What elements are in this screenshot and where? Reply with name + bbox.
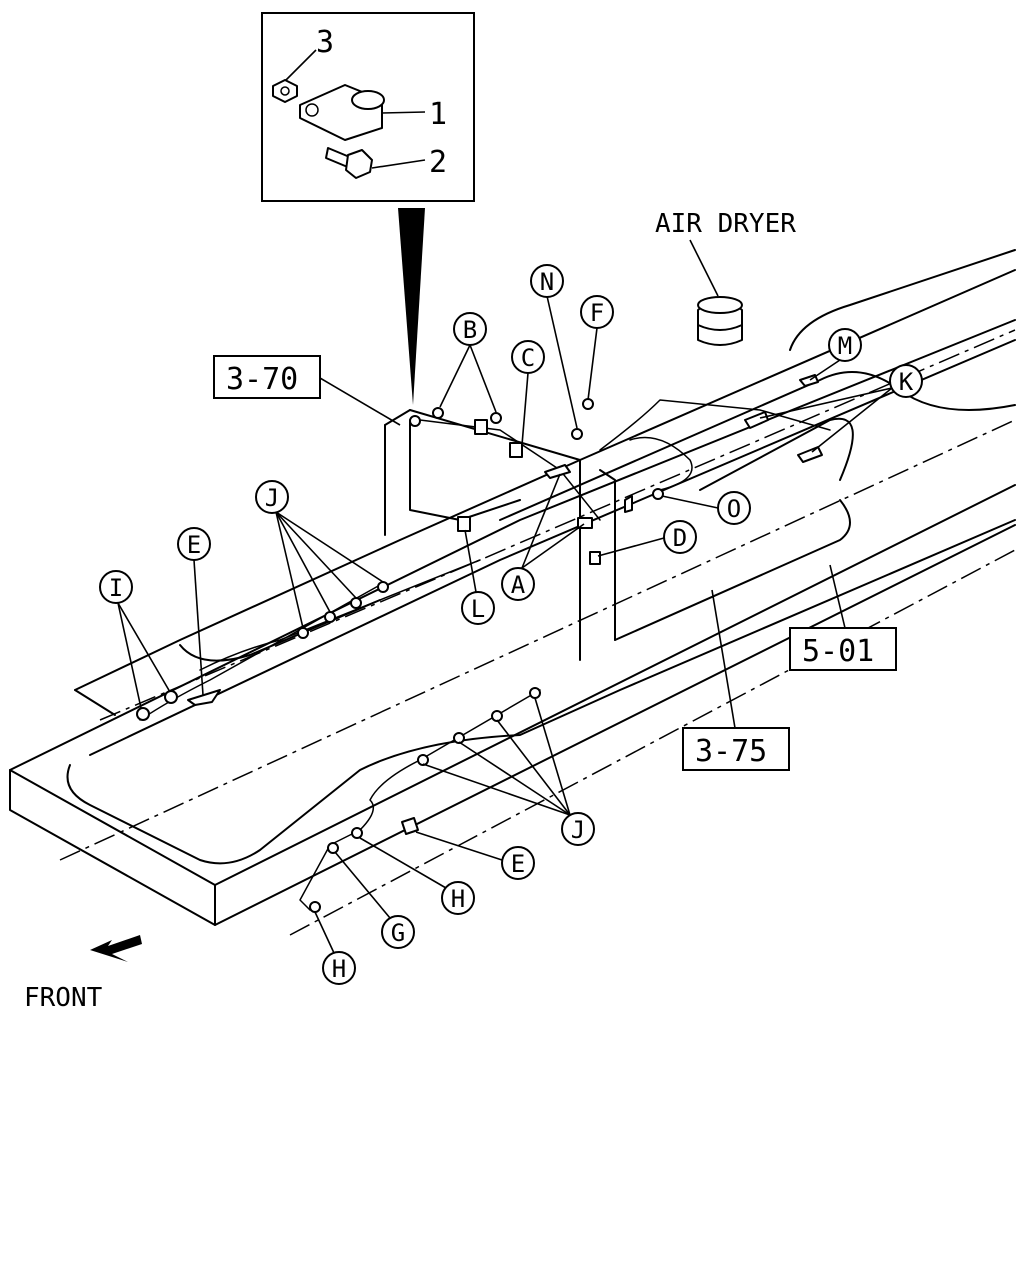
- svg-text:G: G: [391, 919, 405, 947]
- svg-text:M: M: [838, 332, 852, 360]
- callout-E-lower: E: [415, 831, 535, 880]
- svg-text:B: B: [463, 316, 477, 344]
- callout-I: I: [99, 570, 171, 709]
- callout-N: N: [530, 264, 578, 429]
- callout-H-bottom: H: [314, 911, 356, 985]
- ref-box-3-75: 3-75: [682, 589, 790, 771]
- callout-H-middle: H: [359, 837, 475, 915]
- callout-B: B: [439, 312, 497, 413]
- svg-text:H: H: [451, 885, 465, 913]
- front-arrow-icon: [90, 935, 142, 962]
- svg-text:3-75: 3-75: [695, 734, 767, 769]
- svg-text:C: C: [521, 344, 535, 372]
- svg-text:K: K: [899, 368, 914, 396]
- svg-text:E: E: [187, 531, 201, 559]
- callout-A: A: [501, 473, 585, 601]
- svg-text:H: H: [332, 955, 346, 983]
- callout-J-lower: J: [422, 697, 595, 846]
- callout-F: F: [580, 295, 614, 401]
- callout-K: K: [759, 364, 923, 453]
- inset-pointer: [398, 208, 425, 405]
- svg-text:D: D: [673, 524, 687, 552]
- air-dryer: AIR DRYER: [655, 209, 796, 346]
- callout-J-upper: J: [255, 480, 384, 629]
- ref-box-3-70: 3-70: [213, 355, 401, 426]
- svg-text:N: N: [540, 268, 554, 296]
- svg-text:I: I: [109, 574, 123, 602]
- svg-text:J: J: [265, 484, 279, 512]
- svg-text:J: J: [571, 816, 585, 844]
- svg-text:A: A: [511, 571, 526, 599]
- callout-L: L: [461, 529, 495, 625]
- svg-text:5-01: 5-01: [802, 634, 874, 669]
- inset-label-1: 1: [429, 97, 447, 132]
- inset-label-3: 3: [316, 25, 334, 60]
- svg-text:3-70: 3-70: [226, 362, 298, 397]
- ref-box-5-01: 5-01: [789, 564, 897, 671]
- callout-M: M: [809, 328, 862, 381]
- svg-text:F: F: [590, 299, 604, 327]
- svg-text:O: O: [727, 495, 741, 523]
- clips: [136, 374, 823, 913]
- svg-text:L: L: [471, 595, 485, 623]
- inset-label-2: 2: [429, 145, 447, 180]
- air-dryer-label: AIR DRYER: [655, 209, 796, 239]
- inset-detail: 3 1 2: [261, 12, 475, 202]
- front-label: FRONT: [24, 983, 103, 1013]
- callout-E-upper: E: [177, 527, 211, 696]
- callout-G: G: [334, 851, 415, 949]
- callout-O: O: [661, 491, 751, 525]
- callout-C: C: [511, 340, 545, 446]
- chassis-frame: [9, 249, 1016, 936]
- svg-text:E: E: [511, 850, 525, 878]
- callout-D: D: [597, 520, 697, 557]
